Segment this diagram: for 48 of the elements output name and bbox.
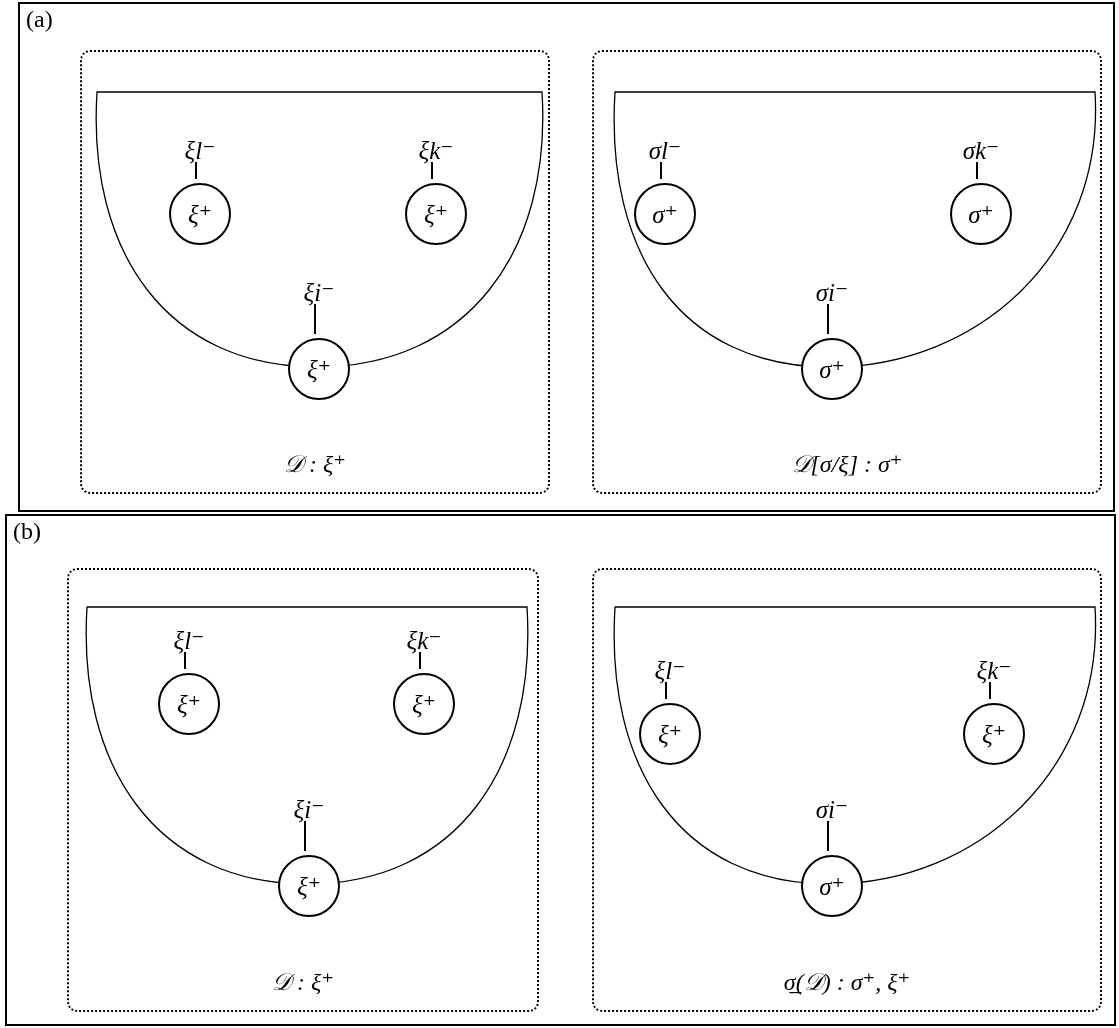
node-circle: σ⁺ (801, 338, 863, 400)
node-circle: σ⁺ (634, 183, 696, 245)
formula-label: ξk⁻ (962, 654, 1026, 686)
formula-label: ξl⁻ (157, 624, 221, 656)
node-circle: ξ⁺ (278, 855, 340, 917)
formula-label: σl⁻ (633, 134, 697, 166)
dotted-frame (592, 568, 1102, 1012)
node-circle: ξ⁺ (405, 183, 467, 245)
dotted-frame (67, 568, 539, 1012)
panel-frame (18, 2, 1115, 512)
panel-frame (5, 514, 1116, 1026)
dotted-frame (80, 50, 550, 494)
connector-line (314, 303, 316, 335)
connector-line (660, 161, 662, 180)
connector-line (195, 161, 197, 180)
formula-caption: 𝒟[σ/ξ] : σ⁺ (790, 450, 904, 478)
formula-caption: 𝒟 : ξ⁺ (271, 968, 335, 996)
node-circle: ξ⁺ (158, 673, 220, 735)
connector-line (304, 820, 306, 852)
connector-line (431, 161, 433, 180)
formula-label: σi⁻ (800, 793, 864, 825)
panel-label: (b) (13, 518, 41, 545)
node-circle: ξ⁺ (393, 673, 455, 735)
formula-label: σi⁻ (800, 276, 864, 308)
node-circle: ξ⁺ (639, 703, 701, 765)
formula-label: σk⁻ (949, 134, 1013, 166)
connector-line (665, 681, 667, 700)
formula-caption: 𝒟 : ξ⁺ (283, 450, 347, 478)
node-circle: σ⁺ (950, 183, 1012, 245)
connector-line (419, 651, 421, 670)
panel-label: (a) (26, 6, 53, 33)
node-circle: σ⁺ (801, 855, 863, 917)
formula-label: ξl⁻ (168, 134, 232, 166)
formula-label: ξi⁻ (287, 276, 351, 308)
node-circle: ξ⁺ (169, 183, 231, 245)
node-circle: ξ⁺ (288, 338, 350, 400)
formula-label: ξk⁻ (404, 134, 468, 166)
dotted-frame (592, 50, 1102, 494)
formula-caption: σ̲(𝒟) : σ⁺, ξ⁺ (782, 968, 912, 996)
node-circle: ξ⁺ (963, 703, 1025, 765)
formula-label: ξl⁻ (638, 654, 702, 686)
formula-label: ξk⁻ (392, 624, 456, 656)
connector-line (989, 681, 991, 700)
connector-line (827, 303, 829, 335)
connector-line (184, 651, 186, 670)
connector-line (976, 161, 978, 180)
formula-label: ξi⁻ (277, 793, 341, 825)
connector-line (827, 820, 829, 852)
